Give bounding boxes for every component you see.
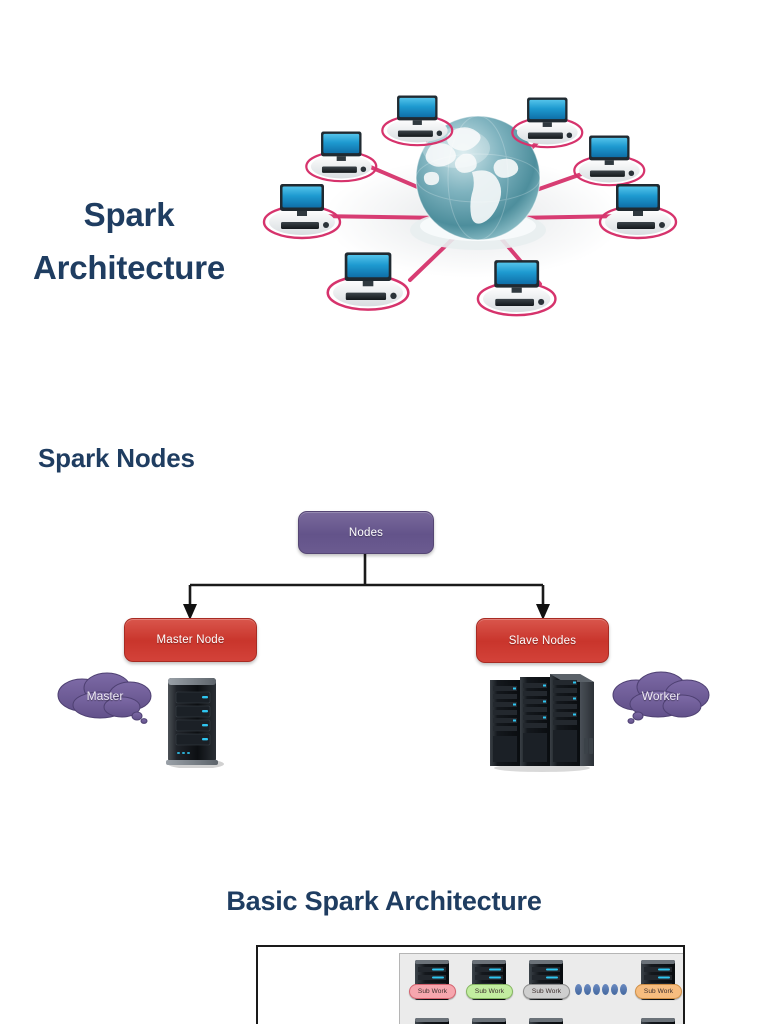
mini-server-icon (634, 1016, 682, 1024)
tree-node-root-label: Nodes (348, 526, 384, 539)
ellipsis-dot (593, 984, 600, 995)
server-rack-cluster-icon (486, 668, 602, 772)
worker-pill-1[interactable]: Sub Work (409, 984, 456, 999)
tree-node-root[interactable]: Nodes (298, 511, 434, 554)
mini-server-icon (408, 1016, 456, 1024)
ellipsis-dot (620, 984, 627, 995)
worker-thought-bubble: Worker (608, 669, 714, 724)
tree-node-slave-label: Slave Nodes (508, 634, 577, 647)
network-globe-illustration (258, 68, 688, 353)
worker-column[interactable]: Sub Work (522, 958, 570, 1002)
ellipsis-dots (575, 984, 627, 995)
desktop-computer-icon (262, 95, 678, 317)
worker-column-row2[interactable] (408, 1016, 456, 1024)
globe-icon (415, 115, 541, 241)
architecture-diagram-frame: Sub Work (256, 945, 685, 1024)
node-tree-connectors (0, 500, 768, 790)
tree-node-master[interactable]: Master Node (124, 618, 257, 662)
ellipsis-dot (584, 984, 591, 995)
page-title-line-2: Architecture (33, 249, 225, 286)
worker-column[interactable]: Sub Work (634, 958, 682, 1002)
mini-server-icon (465, 1016, 513, 1024)
ellipsis-dot (611, 984, 618, 995)
page-title: Spark Architecture (0, 188, 258, 294)
worker-pool-panel: Sub Work (399, 953, 683, 1024)
worker-column-row2[interactable] (522, 1016, 570, 1024)
ellipsis-dot (575, 984, 582, 995)
section-heading-basic-architecture: Basic Spark Architecture (226, 886, 542, 916)
section-heading-spark-nodes: Spark Nodes (38, 443, 195, 473)
worker-column-row2[interactable] (465, 1016, 513, 1024)
worker-pill-3[interactable]: Sub Work (523, 984, 570, 999)
mini-server-icon (522, 1016, 570, 1024)
tree-node-master-label: Master Node (156, 634, 225, 646)
worker-column-row2[interactable] (634, 1016, 682, 1024)
worker-pill-2[interactable]: Sub Work (466, 984, 513, 999)
worker-column[interactable]: Sub Work (465, 958, 513, 1002)
server-tower-icon (158, 672, 230, 768)
worker-column[interactable]: Sub Work (408, 958, 456, 1002)
worker-pill-4-label: Sub Work (643, 988, 674, 995)
page-title-line-1: Spark (83, 196, 175, 233)
tree-node-slave[interactable]: Slave Nodes (476, 618, 609, 663)
worker-pill-3-label: Sub Work (531, 988, 562, 995)
master-thought-bubble: Master (52, 669, 158, 724)
worker-pill-2-label: Sub Work (474, 988, 505, 995)
worker-pill-4[interactable]: Sub Work (635, 984, 682, 999)
worker-pill-1-label: Sub Work (417, 988, 448, 995)
ellipsis-dot (602, 984, 609, 995)
